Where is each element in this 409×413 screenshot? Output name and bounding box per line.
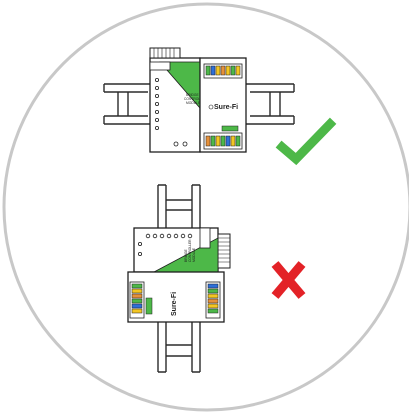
side-text-line-3: MODULE <box>192 247 196 262</box>
brand-logo-correct: Sure-Fi <box>208 104 238 111</box>
side-text-line-2: CONTROLLER <box>184 97 207 101</box>
check-mark-icon <box>275 117 337 166</box>
bridge-module-correct: BRIDGE CONTROLLER MODULE Sure-Fi <box>149 47 247 153</box>
side-text-line-2: CONTROLLER <box>188 239 192 262</box>
incorrect-orientation-group: BRIDGE CONTROLLER MODULE <box>127 184 306 373</box>
x-mark-icon <box>271 261 306 299</box>
brand-logo-incorrect: Sure-Fi <box>171 292 178 316</box>
correct-orientation-group: BRIDGE CONTROLLER MODULE Sure-Fi <box>103 47 337 166</box>
bridge-module-incorrect: BRIDGE CONTROLLER MODULE <box>127 227 231 323</box>
svg-text:Sure-Fi: Sure-Fi <box>171 292 178 316</box>
side-text-line-3: MODULE <box>186 101 201 105</box>
svg-text:Sure-Fi: Sure-Fi <box>214 104 238 111</box>
side-text-line-1: BRIDGE <box>184 249 188 262</box>
side-text-line-1: BRIDGE <box>186 93 199 97</box>
